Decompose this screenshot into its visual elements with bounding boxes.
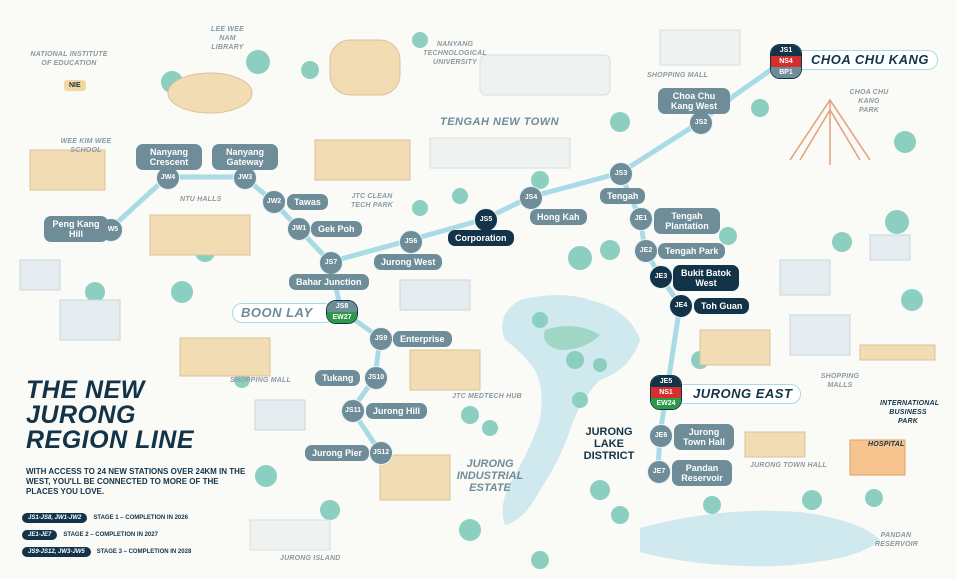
landmark-label: JTC MEDTECH HUB bbox=[452, 393, 522, 400]
station-corporation[interactable]: Corporation bbox=[448, 230, 514, 246]
station-bukit-batok-west[interactable]: Bukit Batok West bbox=[673, 265, 739, 291]
area-jurong-lake-district: JURONG LAKE DISTRICT bbox=[583, 426, 635, 462]
buildings bbox=[19, 29, 936, 551]
station-badge-je6[interactable]: JE6 bbox=[649, 424, 673, 448]
interchange-code: EW24 bbox=[651, 398, 681, 409]
station-choa-chu-kang-west[interactable]: Choa Chu Kang West bbox=[658, 88, 730, 114]
station-gek-poh[interactable]: Gek Poh bbox=[311, 221, 362, 237]
station-tengah[interactable]: Tengah bbox=[600, 188, 646, 204]
station-badge-js10[interactable]: JS10 bbox=[364, 366, 388, 390]
legend-item-stage-1: JS1-JS8, JW1-JW2 STAGE 1 – COMPLETION IN… bbox=[22, 513, 188, 523]
station-nanyang-gateway[interactable]: Nanyang Gateway bbox=[212, 144, 278, 170]
interchange-code: BP1 bbox=[771, 67, 801, 78]
map-title: THE NEW JURONG REGION LINE bbox=[26, 378, 194, 453]
landmark-label: SHOPPING MALL bbox=[647, 72, 708, 79]
map-subtitle: WITH ACCESS TO 24 NEW STATIONS OVER 24KM… bbox=[26, 467, 246, 496]
station-nanyang-crescent[interactable]: Nanyang Crescent bbox=[136, 144, 202, 170]
landmark-label: NANYANG TECHNOLOGICAL UNIVERSITY bbox=[423, 41, 487, 66]
town-label-choa-chu-kang: CHOA CHU KANG bbox=[788, 50, 938, 70]
station-badge-je1[interactable]: JE1 bbox=[629, 207, 653, 231]
interchange-code: JS8 bbox=[327, 301, 357, 312]
landmark-label: JURONG ISLAND bbox=[280, 555, 341, 562]
landmark-label: WEE KIM WEE SCHOOL bbox=[60, 138, 112, 154]
station-tengah-plantation[interactable]: Tengah Plantation bbox=[654, 208, 720, 234]
station-bahar-junction[interactable]: Bahar Junction bbox=[289, 274, 369, 290]
station-badge-je7[interactable]: JE7 bbox=[647, 460, 671, 484]
landmark-label: NTU HALLS bbox=[180, 196, 222, 203]
legend-code: JS9-JS12, JW3-JW5 bbox=[22, 547, 91, 557]
interchange-jurong-east[interactable]: JE5 NS1 EW24 bbox=[650, 375, 682, 410]
park-structure bbox=[789, 98, 871, 165]
station-pandan-reservoir[interactable]: Pandan Reservoir bbox=[672, 460, 732, 486]
station-badge-js5[interactable]: JS5 bbox=[474, 208, 498, 232]
jurong-lake bbox=[502, 295, 640, 525]
landmark-label: SHOPPING MALL bbox=[230, 377, 291, 384]
station-badge-je3[interactable]: JE3 bbox=[649, 265, 673, 289]
station-badge-js6[interactable]: JS6 bbox=[399, 230, 423, 254]
station-tukang[interactable]: Tukang bbox=[315, 370, 361, 386]
landmark-label: JTC CLEAN TECH PARK bbox=[350, 193, 394, 209]
station-badge-js2[interactable]: JS2 bbox=[689, 111, 713, 135]
station-toh-guan[interactable]: Toh Guan bbox=[694, 298, 750, 314]
station-jurong-pier[interactable]: Jurong Pier bbox=[305, 445, 370, 461]
landmark-label: PANDAN RESERVOIR bbox=[875, 532, 919, 548]
lake-island bbox=[544, 326, 600, 350]
town-label-jurong-east: JURONG EAST bbox=[672, 384, 802, 404]
interchange-code: NS4 bbox=[771, 56, 801, 67]
landmark-label: JURONG TOWN HALL bbox=[750, 462, 827, 469]
station-badge-je4[interactable]: JE4 bbox=[669, 294, 693, 318]
landmark-label: CHOA CHU KANG PARK bbox=[849, 89, 889, 114]
interchange-code: JS1 bbox=[771, 45, 801, 56]
station-jurong-hill[interactable]: Jurong Hill bbox=[366, 403, 427, 419]
legend-text: STAGE 1 – COMPLETION IN 2026 bbox=[93, 515, 188, 521]
station-badge-js11[interactable]: JS11 bbox=[341, 399, 365, 423]
area-jurong-industrial-estate: JURONG INDUSTRIAL ESTATE bbox=[456, 458, 524, 494]
trees bbox=[85, 32, 923, 569]
interchange-code: NS1 bbox=[651, 387, 681, 398]
landmark-label: NATIONAL INSTITUTE OF EDUCATION bbox=[30, 51, 108, 67]
pandan-reservoir bbox=[640, 510, 880, 567]
interchange-code: EW27 bbox=[327, 312, 357, 323]
station-tawas[interactable]: Tawas bbox=[287, 194, 328, 210]
title-line: REGION LINE bbox=[26, 426, 195, 454]
legend-text: STAGE 2 – COMPLETION IN 2027 bbox=[63, 532, 158, 538]
station-badge-jw2[interactable]: JW2 bbox=[262, 190, 286, 214]
station-badge-js12[interactable]: JS12 bbox=[369, 441, 393, 465]
station-hong-kah[interactable]: Hong Kah bbox=[530, 209, 587, 225]
title-line: THE NEW bbox=[26, 376, 145, 404]
landmark-label: INTERNATIONAL BUSINESS PARK bbox=[880, 400, 940, 425]
title-line: JURONG bbox=[26, 401, 136, 429]
station-badge-js4[interactable]: JS4 bbox=[519, 186, 543, 210]
town-label-boon-lay: BOON LAY bbox=[232, 303, 334, 323]
interchange-choa-chu-kang[interactable]: JS1 NS4 BP1 bbox=[770, 44, 802, 79]
station-badge-je2[interactable]: JE2 bbox=[634, 239, 658, 263]
interchange-boon-lay[interactable]: JS8 EW27 bbox=[326, 300, 358, 324]
landmark-label: LEE WEE NAM LIBRARY bbox=[211, 26, 244, 51]
station-badge-js3[interactable]: JS3 bbox=[609, 162, 633, 186]
station-badge-jw3[interactable]: JW3 bbox=[233, 166, 257, 190]
legend-code: JS1-JS8, JW1-JW2 bbox=[22, 513, 88, 523]
legend-text: STAGE 3 – COMPLETION IN 2028 bbox=[96, 549, 192, 555]
legend-item-stage-2: JE1-JE7 STAGE 2 – COMPLETION IN 2027 bbox=[22, 530, 158, 540]
station-enterprise[interactable]: Enterprise bbox=[393, 331, 452, 347]
town-label-tengah: TENGAH NEW TOWN bbox=[440, 116, 560, 128]
nie-sign: NIE bbox=[64, 80, 86, 91]
station-peng-kang-hill[interactable]: Peng Kang Hill bbox=[44, 216, 108, 242]
interchange-code: JE5 bbox=[651, 376, 681, 387]
legend-item-stage-3: JS9-JS12, JW3-JW5 STAGE 3 – COMPLETION I… bbox=[22, 547, 191, 557]
station-jurong-west[interactable]: Jurong West bbox=[374, 254, 443, 270]
station-tengah-park[interactable]: Tengah Park bbox=[658, 243, 726, 259]
station-badge-js7[interactable]: JS7 bbox=[319, 251, 343, 275]
station-jurong-town-hall[interactable]: Jurong Town Hall bbox=[674, 424, 734, 450]
landmark-label: HOSPITAL bbox=[868, 441, 905, 448]
station-badge-js9[interactable]: JS9 bbox=[369, 327, 393, 351]
legend-code: JE1-JE7 bbox=[22, 530, 58, 540]
landmark-label: SHOPPING MALLS bbox=[820, 373, 860, 389]
station-badge-jw1[interactable]: JW1 bbox=[287, 217, 311, 241]
